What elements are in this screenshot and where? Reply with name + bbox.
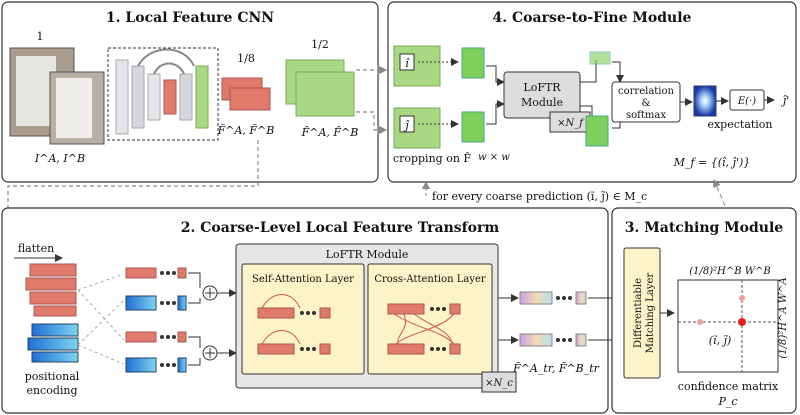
scale-coarse: 1/8 [237,52,255,65]
transformed-label: F̃^A_tr, F̃^B_tr [512,362,600,375]
panel-local-feature-cnn: 1. Local Feature CNN 1 I^A, I^B 1/8 F̃^ [1,1,379,183]
output-patch-b [585,115,609,147]
token-row-a-blue [125,295,187,311]
scale-fine: 1/2 [311,38,329,51]
j-hat-label: ĵ [403,119,409,132]
panel3-title: 3. Matching Module [625,220,784,236]
corr-line1: correlation [618,86,674,97]
panel1-title: 1. Local Feature CNN [106,10,274,26]
match-label: (ĩ, j̃) [709,334,732,347]
coarse-feature-grid-red [25,263,77,317]
expectation-label: expectation [707,118,772,131]
self-attention-label: Self-Attention Layer [252,274,354,285]
positional-encoding-grid [27,323,79,363]
top-dimension: (1/8)²H^B W^B [689,266,771,277]
cropping-label: cropping on F̂ [393,152,471,165]
output-patch-a [589,51,611,65]
self-attn-tokens [257,294,331,355]
heatmap [693,85,717,117]
matching-line2: Matching Layer [645,273,656,354]
confidence-matrix [677,279,779,373]
image-label: I^A, I^B [34,152,85,165]
panel-matching-module: 3. Matching Module Differentiable Matchi… [611,207,797,414]
matching-line1: Differentiable [633,278,644,348]
output-j-prime: ĵ' [781,94,789,107]
fine-feature-arrow-b [356,111,388,135]
coarse-feature-flow-arrow [7,140,259,287]
image-count: 1 [37,30,44,43]
coarse-label: F̃^A, F̃^B [217,124,275,137]
token-row-b-blue [125,357,187,373]
cross-attention-label: Cross-Attention Layer [374,274,486,285]
cnn-backbone [107,47,219,141]
confidence-label: confidence matrix [678,380,779,393]
mf-label: M_f = {(î, ĵ')} [673,156,751,169]
transformed-tokens-b [519,333,587,347]
flatten-label: flatten [18,242,54,255]
i-hat-label: î [405,57,410,70]
fine-label: F̂^A, F̂^B [301,126,359,139]
fine-loftr-line1: LoFTR [523,81,561,94]
fine-loftr-line2: Module [521,96,563,109]
pc-label: P_c [717,395,737,408]
side-dimension: (1/8)²H^A W^A [778,277,789,358]
times-nf: ×N_f [557,118,585,129]
panel-coarse-to-fine: 4. Coarse-to-Fine Module î ĵ w × w cropp… [387,1,797,183]
fine-loftr-module [503,71,581,119]
positional-line2: encoding [26,384,77,397]
panel-coarse-transform: 2. Coarse-Level Local Feature Transform … [1,207,623,414]
corr-line2: & [642,98,651,109]
fine-feature-maps [285,59,355,117]
window-size: w × w [478,152,510,163]
match-point [738,318,746,326]
panel4-title: 4. Coarse-to-Fine Module [493,10,692,26]
cross-attn-tokens [387,303,461,355]
token-row-a-red [125,267,187,279]
times-nc-box [481,371,517,393]
token-row-b-red [125,331,187,343]
transformed-tokens-a [519,291,587,305]
positional-line1: positional [25,370,80,383]
expectation-op: E(·) [737,96,756,107]
times-nc: ×N_c [485,378,513,389]
input-images [9,47,105,145]
patch-a [461,47,485,79]
panel2-title: 2. Coarse-Level Local Feature Transform [181,220,500,236]
corr-line3: softmax [626,110,666,121]
patch-b [461,111,485,143]
coarse-loftr-label: LoFTR Module [326,248,409,261]
coarse-prediction-link: for every coarse prediction (ĩ, j̃) ∈ M_… [432,190,647,203]
coarse-feature-maps [221,77,271,111]
